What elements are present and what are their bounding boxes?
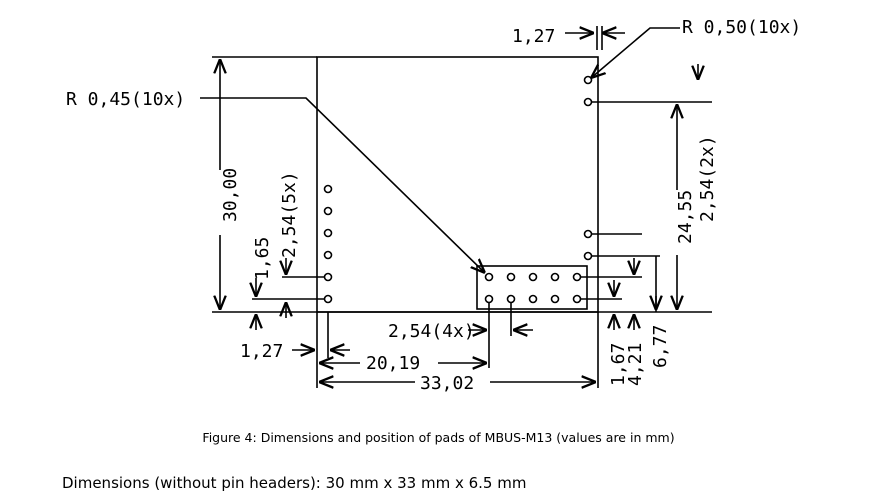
pad [323,294,333,304]
label-bottom-pitch: 2,54(4x) [388,321,475,342]
label-bottom-167: 1,67 [608,343,629,386]
label-right-vertical: 24,55 [675,190,696,244]
pad [323,228,333,238]
left-offset-dimension: 1,65 [252,237,282,330]
width-dimension: 33,02 [319,312,599,394]
left-pad-column [323,184,333,304]
pad [550,294,560,304]
bottom-right-dimensions: 1,67 4,21 6,77 [581,233,671,386]
label-left-pitch: 2,54(5x) [279,171,300,258]
height-dimension: 30,00 [212,56,317,310]
top-radius-leader: R 0,50(10x) [591,17,801,78]
pad [323,184,333,194]
pad [323,272,333,282]
dimensions-note: Dimensions (without pin headers): 30 mm … [62,474,527,492]
pad [528,294,538,304]
dimension-drawing: 1,27 R 0,50(10x) R 0,45(10x) 30,00 2,54(… [66,17,801,394]
label-bottom-677: 6,77 [650,325,671,368]
pad [323,206,333,216]
pad [583,229,593,239]
bottom-pitch-dimension: 2,54(4x) [388,303,533,368]
label-radius-top: R 0,50(10x) [682,17,801,38]
pad-block-offset-dimension: 20,19 [319,353,487,374]
label-width: 33,02 [420,373,474,394]
label-bottom-421: 4,21 [625,343,646,386]
label-pad-block-offset: 20,19 [366,353,420,374]
figure-caption: Figure 4: Dimensions and position of pad… [202,430,675,445]
right-pad-column [583,75,593,261]
pad [484,294,494,304]
pad [583,251,593,261]
bottom-left-offset-dimension: 1,27 [240,312,350,388]
pad [506,294,516,304]
label-height: 30,00 [220,168,241,222]
pad [572,272,582,282]
pad [484,272,494,282]
label-top-pitch: 1,27 [512,26,555,47]
label-right-pitch: 2,54(2x) [697,135,718,222]
label-bottom-left-offset: 1,27 [240,341,283,362]
pad-block-outline [476,265,588,310]
pad [550,272,560,282]
label-left-offset: 1,65 [252,237,273,280]
pad [506,272,516,282]
bottom-pad-block [484,272,582,304]
pad [528,272,538,282]
pad [572,294,582,304]
left-radius-leader: R 0,45(10x) [66,89,485,273]
label-radius-left: R 0,45(10x) [66,89,185,110]
pad [323,250,333,260]
pad [583,97,593,107]
left-column-pitch-dimension: 2,54(5x) [279,171,324,318]
pad [583,75,593,85]
top-pitch-dimension: 1,27 [512,26,625,50]
right-side-dimensions: 24,55 2,54(2x) [592,64,718,310]
